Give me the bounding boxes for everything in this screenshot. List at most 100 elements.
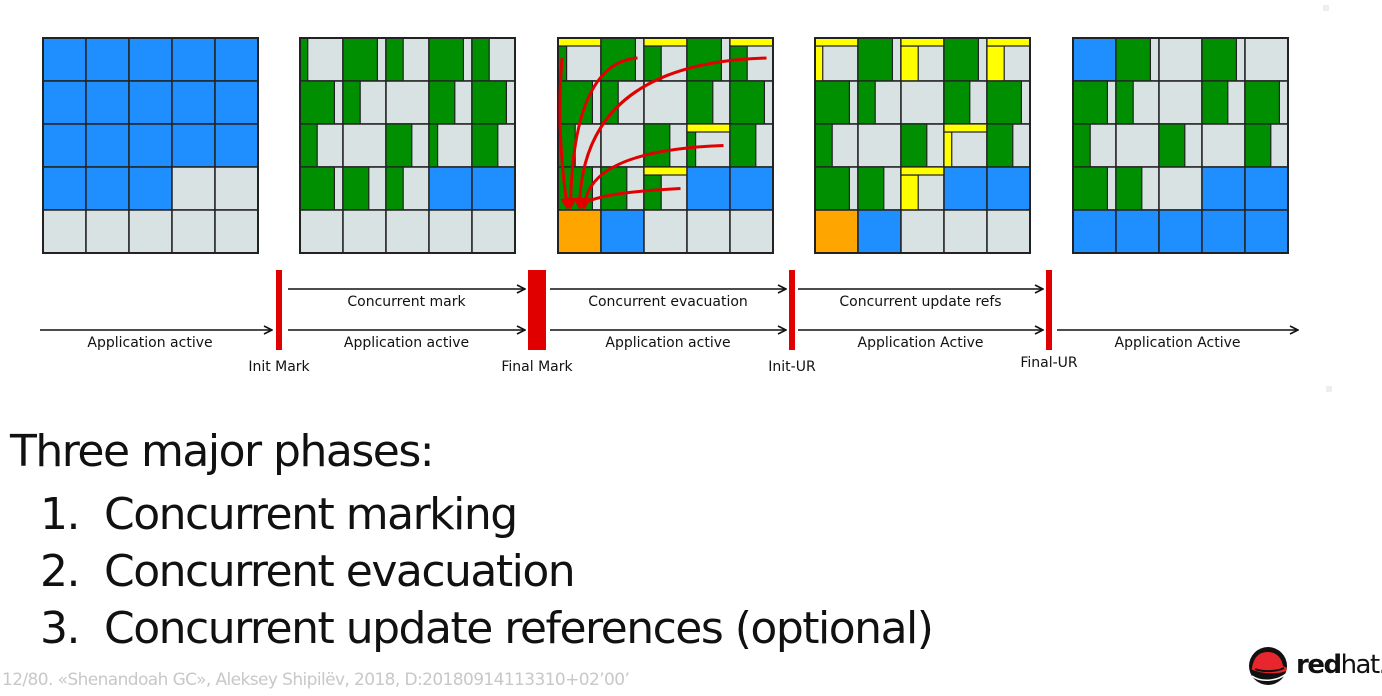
region-allocated — [42, 80, 87, 125]
live-object — [428, 37, 465, 82]
region-free — [943, 209, 988, 254]
live-object — [1072, 166, 1109, 211]
region-free — [85, 209, 130, 254]
evacuation-arrow — [576, 187, 681, 210]
forwarding-pointer — [900, 37, 945, 47]
region-allocated — [1201, 209, 1246, 254]
region-allocated — [1201, 166, 1246, 211]
evacuation-arrow — [558, 57, 572, 210]
pause-label: Init Mark — [248, 359, 310, 375]
region-free — [128, 209, 173, 254]
live-object — [471, 123, 499, 168]
region-free — [171, 209, 216, 254]
region-allocated — [42, 166, 87, 211]
region-free — [385, 80, 430, 125]
live-object — [299, 37, 309, 82]
grid-border — [42, 37, 259, 254]
region-allocated — [1158, 209, 1203, 254]
region-free — [686, 209, 731, 254]
pause-label: Final-UR — [1020, 355, 1078, 371]
pause-bar — [276, 270, 282, 350]
region-allocated — [1072, 209, 1117, 254]
region-free — [171, 166, 216, 211]
live-object — [857, 80, 876, 125]
phase-item: 3.Concurrent update references (optional… — [40, 600, 934, 657]
live-object — [943, 80, 971, 125]
region-free — [471, 209, 516, 254]
region-allocated — [1072, 37, 1117, 82]
heap-grid-after-gc — [1072, 37, 1289, 254]
region-allocated — [171, 37, 216, 82]
region-free — [643, 209, 688, 254]
forwarded-object — [943, 131, 953, 168]
phase-item: 1.Concurrent marking — [40, 486, 932, 543]
region-allocated — [471, 166, 516, 211]
region-allocated — [128, 37, 173, 82]
live-object — [385, 37, 404, 82]
region-free — [214, 209, 259, 254]
region-allocated — [42, 37, 87, 82]
live-object — [686, 80, 714, 125]
phase-text: Concurrent marking — [104, 489, 518, 540]
region-free — [986, 209, 1031, 254]
section-heading: Three major phases: — [10, 426, 435, 477]
live-object — [1244, 80, 1281, 125]
live-object — [299, 123, 318, 168]
live-object — [986, 123, 1014, 168]
region-free — [385, 209, 430, 254]
region-free — [900, 209, 945, 254]
live-object — [814, 123, 833, 168]
live-object — [986, 80, 1023, 125]
decorative-dot — [1323, 5, 1329, 11]
live-object — [1072, 123, 1091, 168]
live-object — [299, 80, 336, 125]
region-free — [1244, 37, 1289, 82]
live-object — [1244, 123, 1272, 168]
heap-grid-before-gc — [42, 37, 259, 254]
region-allocated — [171, 123, 216, 168]
region-allocated — [42, 123, 87, 168]
application-label: Application Active — [1115, 335, 1241, 351]
region-allocated — [128, 123, 173, 168]
region-allocated — [1244, 209, 1289, 254]
evacuation-arrow — [564, 56, 638, 210]
grid-border — [299, 37, 516, 254]
live-object — [1201, 80, 1229, 125]
forwarding-pointer — [686, 123, 731, 133]
region-allocated — [729, 166, 774, 211]
region-free — [214, 166, 259, 211]
decorative-dot — [1326, 386, 1332, 392]
region-free — [42, 209, 87, 254]
region-evac-target — [814, 209, 859, 254]
forwarding-pointer — [557, 37, 602, 47]
region-allocated — [1244, 166, 1289, 211]
pause-bar — [1046, 270, 1052, 350]
region-free — [1158, 166, 1203, 211]
live-object — [1158, 123, 1186, 168]
live-object — [686, 131, 697, 168]
forwarded-object — [814, 45, 824, 82]
pause-label: Init-UR — [768, 359, 816, 375]
concurrent-label: Concurrent update refs — [839, 294, 1001, 310]
region-free — [643, 80, 688, 125]
live-object — [814, 80, 851, 125]
slide-footer: 12/80. «Shenandoah GC», Aleksey Shipilëv… — [2, 670, 630, 690]
region-allocated — [128, 80, 173, 125]
region-allocated — [943, 166, 988, 211]
forwarding-pointer — [729, 37, 774, 47]
region-allocated — [85, 123, 130, 168]
live-object — [1115, 37, 1152, 82]
heap-grid-evacuation — [557, 37, 774, 254]
region-allocated — [85, 37, 130, 82]
grid-border — [1072, 37, 1289, 254]
live-object — [342, 80, 361, 125]
live-object — [729, 80, 766, 125]
region-free — [857, 123, 902, 168]
region-allocated — [986, 166, 1031, 211]
region-free — [1115, 123, 1160, 168]
region-allocated — [686, 166, 731, 211]
grid-border — [557, 37, 774, 254]
application-label: Application active — [87, 335, 212, 351]
